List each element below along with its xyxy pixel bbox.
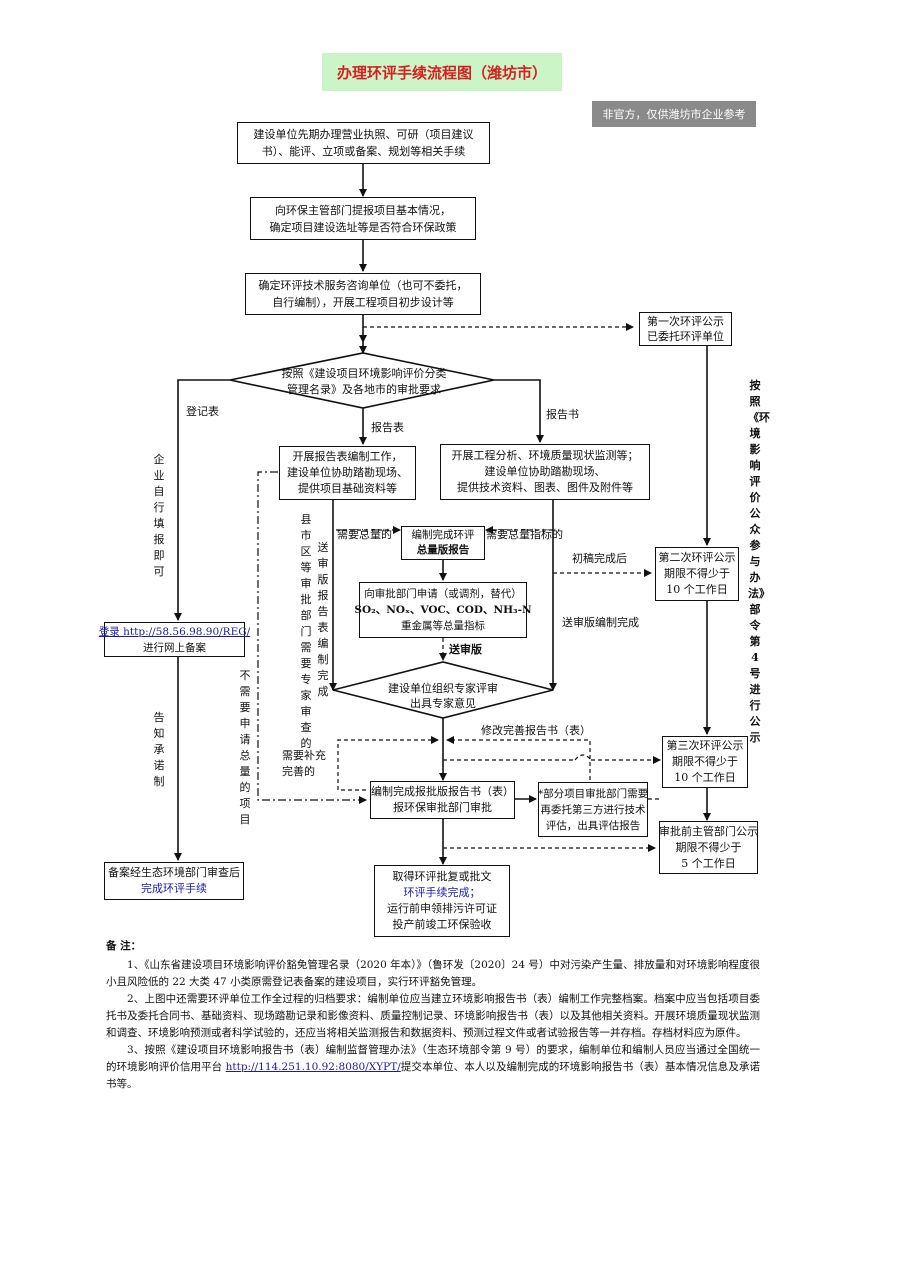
third-party-evaluation-box: *部分项目审批部门需要再委托第三方进行技术评估，出具评估报告 (538, 782, 648, 837)
approval-version-box: 编制完成报批版报告书（表）报环保审批部门审批 (370, 781, 515, 819)
remark-2: 2、上图中还需要环评单位工作全过程的归档要求：编制单位应当建立环境影响报告书（表… (106, 993, 760, 1039)
label-public-participation-rule: 按照《环境影响评价公众参与办法》部令第4号 进行公示 (748, 379, 770, 744)
classify-text: 按照《建设项目环境影响评价分类管理名录》及各地市的审批要求 (281, 367, 447, 396)
label-report-table: 报告表 (371, 421, 404, 434)
remark-3: 3、按照《建设项目环境影响报告书（表）编制监督管理办法》（生态环境部令第 9 号… (106, 1044, 761, 1090)
label-need-total-left: 需要总量的 (337, 528, 392, 541)
label-self-fill: 企业自行填报即可 (153, 453, 165, 578)
label-send-review: 送审版 (449, 643, 482, 656)
label-table-sent: 送审版报告表编制完成 (317, 541, 329, 698)
disclaimer-badge: 非官方，仅供潍坊市企业参考 (592, 101, 756, 127)
credit-platform-link[interactable]: http://114.251.10.92:8080/XYPT/ (225, 1061, 401, 1073)
label-first-draft-done: 初稿完成后 (572, 552, 627, 565)
report-table-box: 开展报告表编制工作，建设单位协助踏勘现场、提供项目基础资料等 (279, 446, 416, 500)
label-notify-promise: 告知承诺制 (153, 711, 165, 788)
label-county-expert: 县市区等审批部门需要专家审查的 (300, 513, 312, 750)
step-business-license: 建设单位先期办理营业执照、可研（项目建议书）、能评、立项或备案、规划等相关手续 (237, 122, 490, 164)
label-revise: 修改完善报告书（表） (481, 724, 591, 737)
label-registration-form: 登记表 (186, 405, 219, 418)
label-supplement: 需要补充完善的 (282, 749, 326, 778)
expert-review-text: 建设单位组织专家评审出具专家意见 (388, 682, 498, 710)
total-quota-apply-box: 向审批部门申请（或调剂，替代） SO₂、NOₓ、VOC、COD、NH₃-N 重金… (354, 582, 532, 638)
step-choose-consultant: 确定环评技术服务咨询单位（也可不委托，自行编制），开展工程项目初步设计等 (245, 273, 481, 315)
registration-link[interactable]: 登录 http://58.56.98.90/REG/ (98, 625, 251, 638)
final-approval-box: 取得环评批复或批文环评手续完成；运行前申领排污许可证投产前竣工环保验收 (374, 865, 510, 937)
total-version-report-box: 编制完成环评总量版报告 (401, 526, 485, 560)
remark-1: 1、《山东省建设项目环境影响评价豁免管理名录（2020 年本）》（鲁环发〔202… (106, 959, 760, 988)
registration-complete-box: 备案经生态环境部门审查后完成环评手续 (104, 862, 244, 900)
report-book-box: 开展工程分析、环境质量现状监测等；建设单位协助踏勘现场、提供技术资料、图表、图件… (440, 444, 650, 500)
remarks-heading: 备 注： (106, 940, 142, 952)
step-report-basic-info: 向环保主管部门提报项目基本情况，确定项目建设选址等是否符合环保政策 (250, 197, 476, 240)
online-registration-box: 登录 http://58.56.98.90/REG/ 进行网上备案 (99, 622, 250, 657)
label-report-book: 报告书 (546, 408, 579, 421)
label-need-total-right: 需要总量指标的 (486, 528, 563, 541)
remarks-section: 备 注： 1、《山东省建设项目环境影响评价豁免管理名录（2020 年本）》（鲁环… (106, 938, 760, 1093)
label-send-review-done: 送审版编制完成 (562, 616, 639, 629)
first-public-notice-box: 第一次环评公示已委托环评单位 (639, 312, 732, 346)
label-no-total-needed: 不需要申请总量的项目 (239, 669, 251, 826)
page-title: 办理环评手续流程图（潍坊市） (322, 53, 562, 91)
